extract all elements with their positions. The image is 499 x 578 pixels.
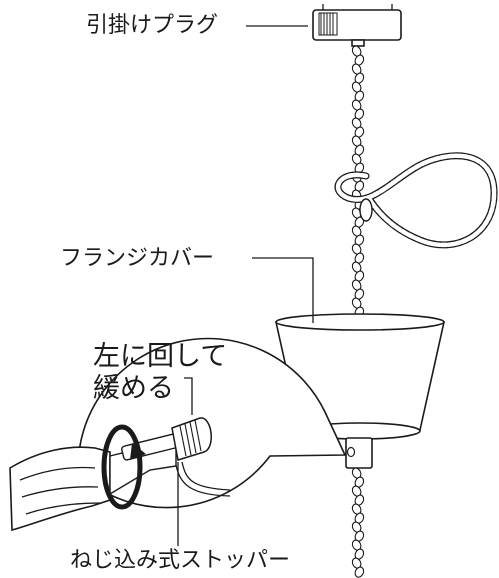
screw-stopper-label: ねじ込み式ストッパー [70, 548, 290, 573]
twisted-cord-icon [351, 45, 365, 327]
rotation-arrow-icon [101, 424, 146, 510]
screwdriver-icon [9, 433, 179, 532]
screw-stopper-icon [171, 417, 231, 497]
instruction-line2: 緩める [93, 373, 174, 404]
cord-twist-segment [354, 566, 365, 578]
instruction-line1: 左に回して [93, 341, 227, 372]
cord-loop [334, 152, 498, 249]
hook-plug-icon [312, 4, 402, 47]
flange-cover-label: フランジカバー [60, 246, 214, 271]
flange-cover-leader-line [252, 257, 314, 323]
instruction-pointer-line [184, 377, 193, 415]
hook-plug-label: 引掛けプラグ [86, 13, 218, 38]
twisted-cord-lower [351, 467, 365, 578]
